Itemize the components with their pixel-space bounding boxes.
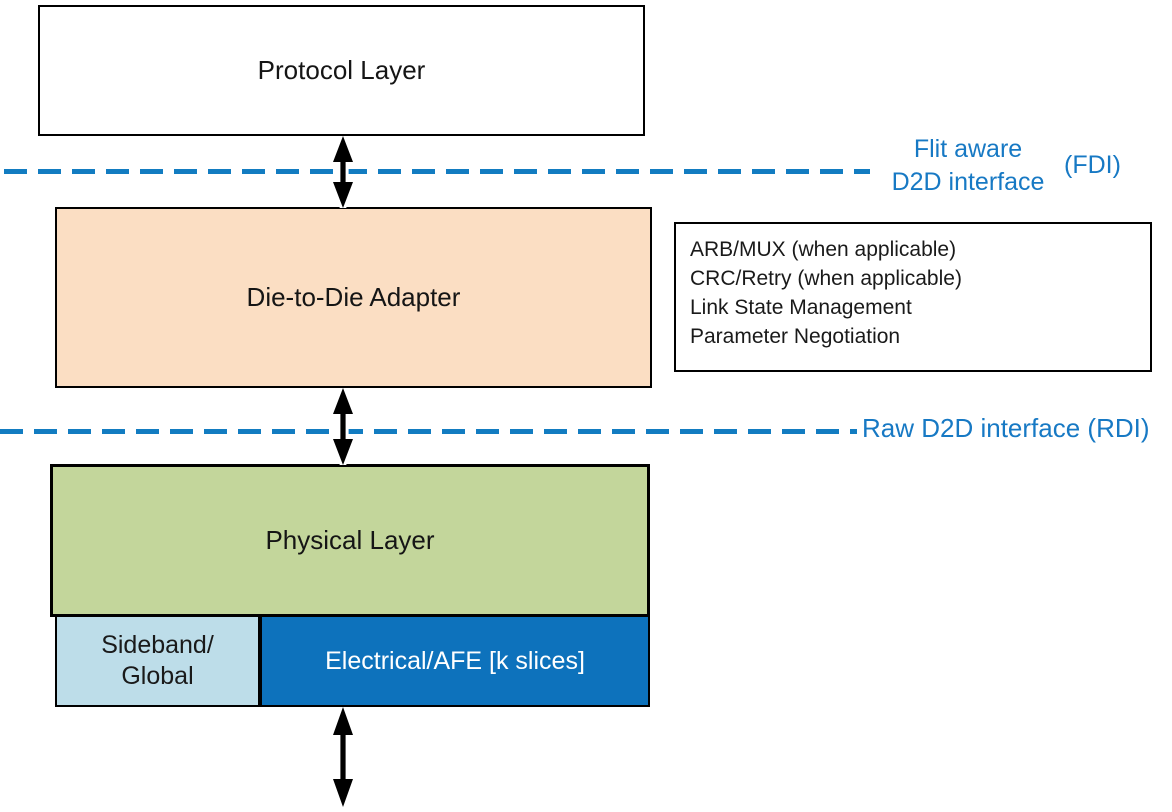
- fdi-label-line2: D2D interface: [891, 168, 1045, 196]
- fdi-tag-label: (FDI): [1064, 151, 1121, 179]
- adapter-note-crc-retry: CRC/Retry (when applicable): [690, 267, 962, 290]
- electrical-afe-label: Electrical/AFE [k slices]: [325, 646, 585, 675]
- adapter-note-link-state: Link State Management: [690, 296, 912, 319]
- sideband-label-line1: Sideband/: [101, 631, 214, 659]
- fdi-dashed-line: [4, 169, 870, 174]
- sideband-label-line2: Global: [121, 662, 194, 690]
- die-to-die-adapter-box: Die-to-Die Adapter: [55, 207, 652, 388]
- rdi-dashed-line: [0, 429, 857, 434]
- fdi-label-line1: Flit aware: [913, 135, 1023, 163]
- adapter-notes-box: ARB/MUX (when applicable) CRC/Retry (whe…: [674, 222, 1152, 372]
- adapter-note-param-negotiation: Parameter Negotiation: [690, 325, 901, 348]
- adapter-note-arb-mux: ARB/MUX (when applicable): [690, 238, 957, 261]
- rdi-interface-label: Raw D2D interface (RDI): [862, 413, 1150, 443]
- sideband-global-box: Sideband/ Global: [55, 615, 260, 707]
- protocol-layer-label: Protocol Layer: [257, 55, 426, 85]
- die-to-die-adapter-label: Die-to-Die Adapter: [246, 282, 461, 312]
- double-headed-arrow-icon: [330, 136, 356, 208]
- double-headed-arrow-icon: [330, 388, 356, 465]
- electrical-afe-box: Electrical/AFE [k slices]: [260, 615, 650, 707]
- physical-layer-box: Physical Layer: [50, 464, 650, 617]
- fdi-interface-label: Flit aware D2D interface: [872, 133, 1064, 199]
- protocol-layer-box: Protocol Layer: [38, 5, 645, 136]
- double-headed-arrow-icon: [330, 707, 356, 807]
- physical-layer-label: Physical Layer: [265, 525, 435, 555]
